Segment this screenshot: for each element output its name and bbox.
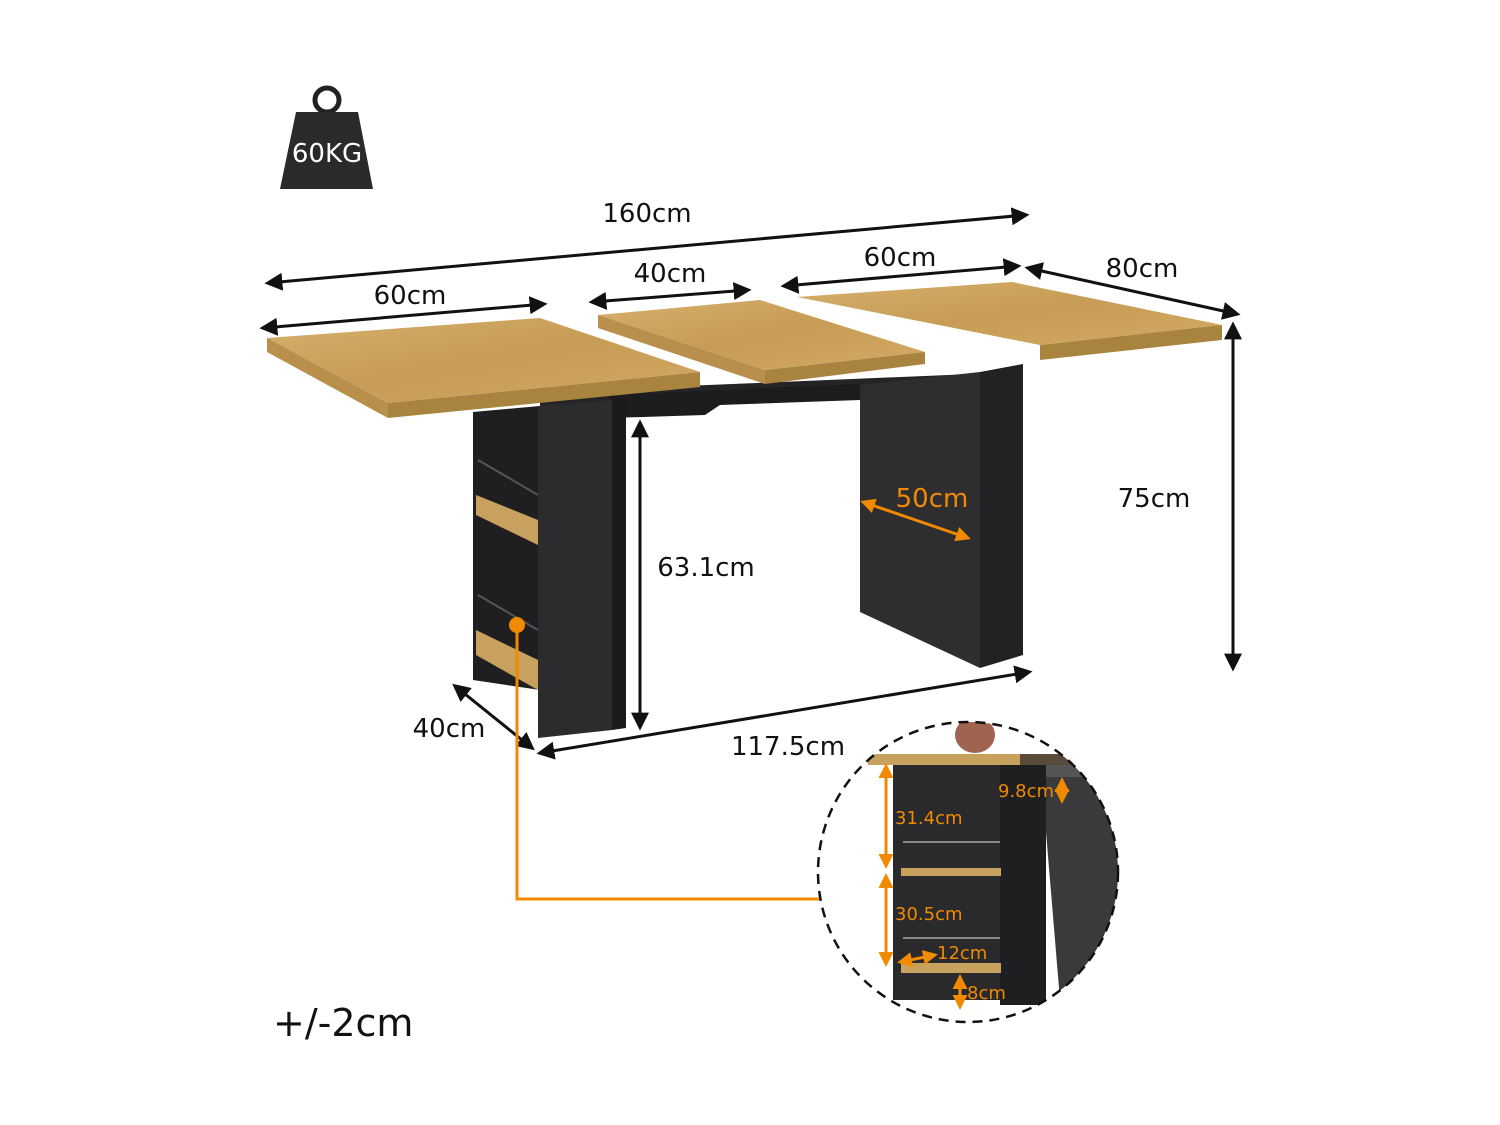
shelf-depth-label: 12cm (937, 943, 987, 964)
dimension-arrows (259, 207, 1242, 760)
detail-inset: 31.4cm 30.5cm 12cm 8cm 9.8cm (816, 720, 1120, 1024)
right-leaf-label: 60cm (864, 243, 937, 273)
left-leaf-label: 60cm (374, 281, 447, 311)
clearance-height-label: 63.1cm (657, 553, 755, 583)
bottom-gap-label: 8cm (967, 983, 1006, 1004)
lower-shelf-label: 30.5cm (895, 904, 963, 925)
total-length-label: 160cm (602, 199, 691, 229)
width-label: 80cm (1106, 254, 1179, 284)
base-depth-label: 40cm (413, 714, 486, 744)
height-label: 75cm (1118, 484, 1191, 514)
weight-icon: 60KG (280, 85, 373, 189)
middle-leaf-label: 40cm (634, 259, 707, 289)
base-length-label: 117.5cm (731, 732, 845, 762)
leg-depth-label: 50cm (896, 484, 969, 514)
callout-connector (509, 617, 822, 901)
upper-shelf-label: 31.4cm (895, 808, 963, 829)
apron-label: 9.8cm (998, 781, 1054, 802)
weight-capacity: 60KG (292, 139, 362, 169)
tolerance-note: +/-2cm (273, 1001, 413, 1045)
table-illustration (267, 282, 1222, 738)
